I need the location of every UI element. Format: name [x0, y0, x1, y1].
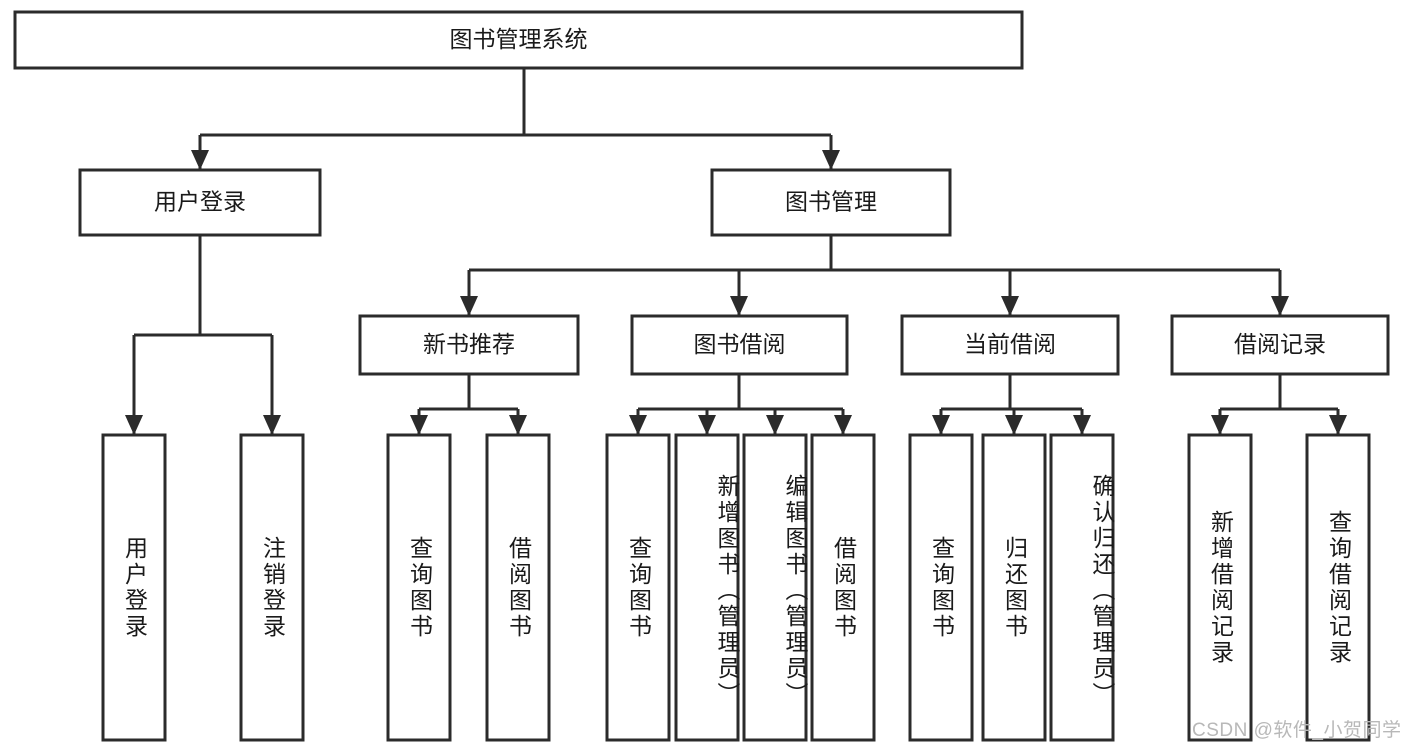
leaf-node-box-leaf-query-book-1	[386, 433, 452, 742]
arrow-head-root_to_level2-0	[191, 150, 209, 170]
level2-node-label-user-login: 用户登录	[154, 189, 246, 215]
arrow-head-book_manage_to_level3-1	[730, 296, 748, 316]
arrow-head-book_manage_to_level3-2	[1001, 296, 1019, 316]
level3-node-label-book-borrow: 图书借阅	[694, 331, 786, 357]
watermark-text: CSDN @软件_小贺同学	[1192, 720, 1402, 741]
level3-node-box-current-borrow	[900, 314, 1120, 376]
level3-node-box-book-borrow	[630, 314, 849, 376]
boxes-layer	[13, 10, 1390, 742]
level3-node-label-borrow-record: 借阅记录	[1234, 331, 1326, 357]
arrow-head-current_borrow_to_leaves-1	[1005, 415, 1023, 435]
leaf-node-box-leaf-query-record	[1305, 433, 1371, 742]
arrow-head-current_borrow_to_leaves-0	[932, 415, 950, 435]
leaf-node-box-leaf-query-book-2	[605, 433, 671, 742]
level2-node-label-book-manage: 图书管理	[785, 189, 877, 215]
arrow-head-new_book_rec_to_leaves-0	[410, 415, 428, 435]
leaf-node-box-leaf-confirm-return	[1049, 433, 1115, 742]
level3-node-label-new-book-rec: 新书推荐	[423, 331, 515, 357]
root-node-box-root	[13, 10, 1024, 70]
leaf-node-box-leaf-query-book-3	[908, 433, 974, 742]
arrow-head-borrow_record_to_leaves-1	[1329, 415, 1347, 435]
leaf-node-box-leaf-edit-book	[742, 433, 808, 742]
leaf-node-box-leaf-user-login	[101, 433, 167, 742]
level2-node-box-user-login	[78, 168, 322, 237]
level3-node-box-borrow-record	[1170, 314, 1390, 376]
arrow-head-book_borrow_to_leaves-3	[834, 415, 852, 435]
arrow-head-user_login_to_leaves-1	[263, 415, 281, 435]
arrow-head-user_login_to_leaves-0	[125, 415, 143, 435]
arrow-head-root_to_level2-1	[822, 150, 840, 170]
level3-node-box-new-book-rec	[358, 314, 580, 376]
leaf-node-box-leaf-add-book	[674, 433, 740, 742]
level2-node-box-book-manage	[710, 168, 952, 237]
leaf-node-box-leaf-logout	[239, 433, 305, 742]
connectors-layer	[125, 68, 1347, 435]
arrow-head-book_manage_to_level3-3	[1271, 296, 1289, 316]
root-node-label-root: 图书管理系统	[450, 26, 588, 52]
arrow-head-book_manage_to_level3-0	[460, 296, 478, 316]
leaf-node-box-leaf-add-record	[1187, 433, 1253, 742]
leaf-node-box-leaf-borrow-book-2	[810, 433, 876, 742]
arrow-head-borrow_record_to_leaves-0	[1211, 415, 1229, 435]
arrow-head-book_borrow_to_leaves-2	[766, 415, 784, 435]
leaf-node-box-leaf-borrow-book-1	[485, 433, 551, 742]
arrow-head-book_borrow_to_leaves-0	[629, 415, 647, 435]
arrow-head-new_book_rec_to_leaves-1	[509, 415, 527, 435]
leaf-node-box-leaf-return-book	[981, 433, 1047, 742]
arrow-head-book_borrow_to_leaves-1	[698, 415, 716, 435]
level3-node-label-current-borrow: 当前借阅	[964, 331, 1056, 357]
arrow-head-current_borrow_to_leaves-2	[1073, 415, 1091, 435]
